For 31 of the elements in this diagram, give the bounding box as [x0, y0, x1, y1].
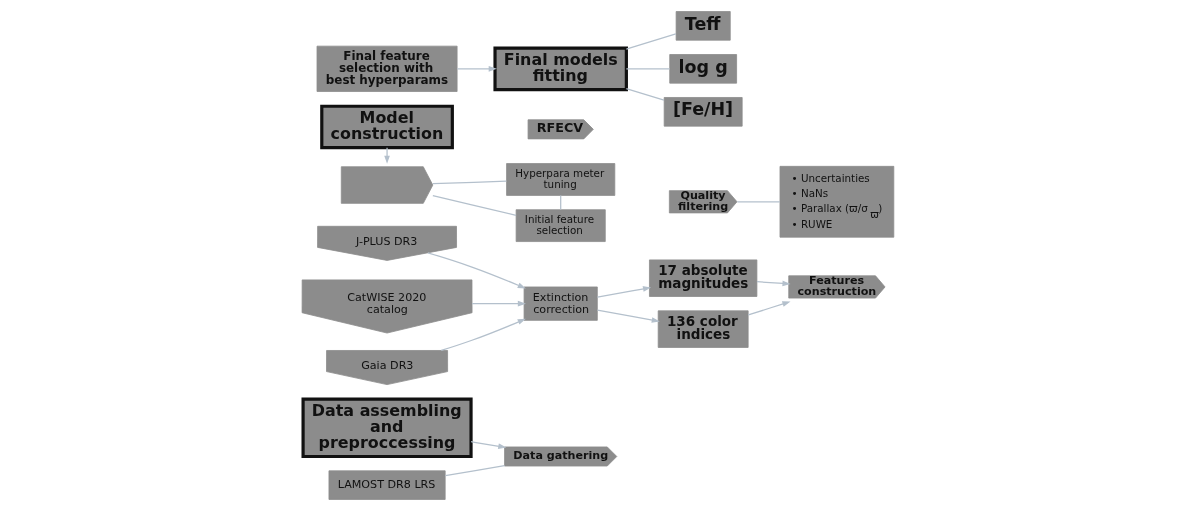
connector — [736, 201, 781, 203]
arrow — [470, 300, 526, 307]
node-box: Final models fitting — [492, 46, 628, 92]
connector — [625, 33, 676, 50]
node-box: [Fe/H] — [663, 97, 743, 127]
connector — [431, 180, 507, 185]
node-box: Model construction — [319, 104, 454, 150]
arrow — [456, 66, 497, 72]
node-box: log g — [668, 54, 737, 84]
arrow — [755, 280, 791, 287]
arrow — [469, 441, 506, 450]
node-box: 17 absolute magnitudes — [648, 259, 757, 297]
node-box: Data assembling and preproccessing — [301, 397, 473, 459]
arrow — [383, 147, 390, 164]
node-chevron — [340, 166, 433, 204]
connector — [444, 465, 505, 477]
node-box: 136 color indices — [657, 310, 749, 348]
connector — [625, 68, 670, 70]
arrow — [747, 301, 791, 316]
node-box: Initial feature selection — [515, 209, 606, 242]
arrow — [596, 309, 660, 323]
node-box: Hyperpara meter tuning — [505, 163, 615, 196]
node-box: LAMOST DR8 LRS — [328, 470, 446, 500]
arrow — [440, 318, 526, 352]
connector — [625, 88, 665, 101]
node-box: Teff — [675, 11, 731, 41]
arrow — [596, 286, 651, 298]
node-box: Extinction correction — [523, 286, 598, 321]
connector — [431, 195, 517, 216]
node-box: Final feature selection with best hyperparams — [316, 45, 457, 92]
arrow — [426, 252, 526, 289]
